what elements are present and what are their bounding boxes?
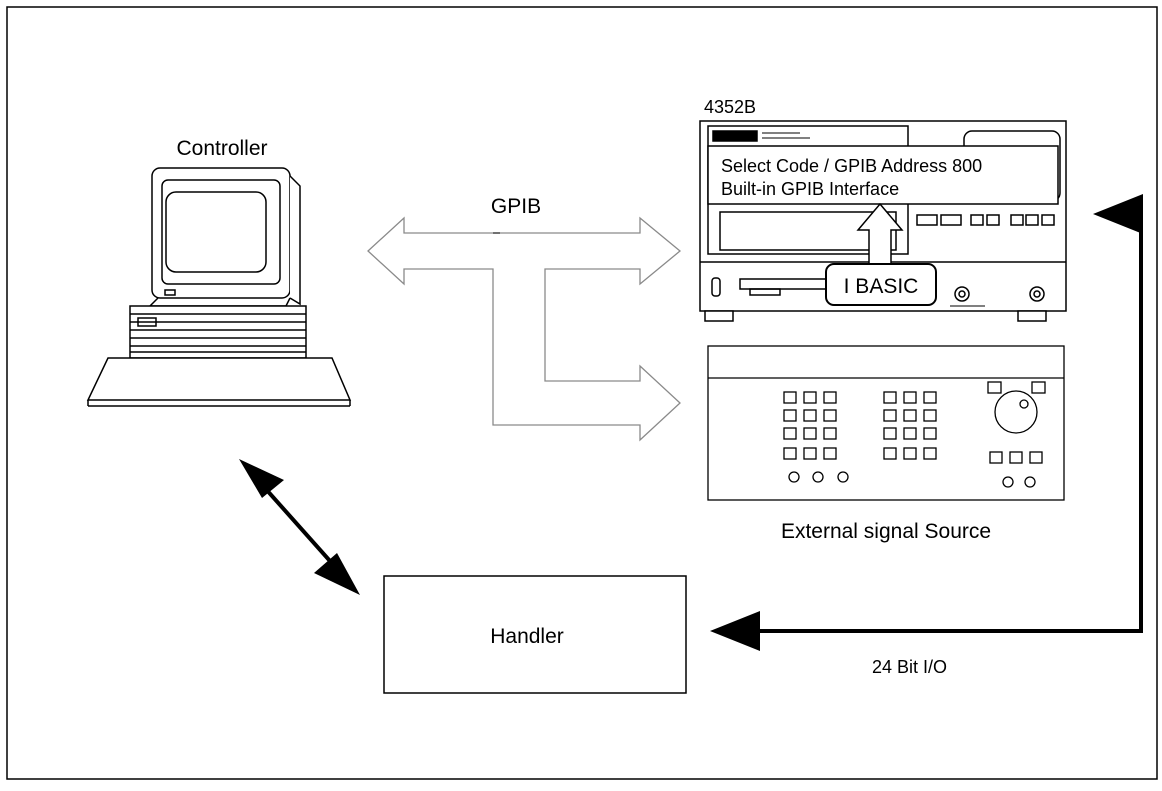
ibasic-label: I BASIC bbox=[844, 275, 919, 298]
io-to-handler-arrowhead bbox=[710, 611, 760, 651]
signal-source-icon bbox=[707, 345, 1065, 501]
ibasic-box bbox=[825, 263, 937, 306]
analyzer-model-label: 4352B bbox=[704, 97, 756, 117]
handler-label: Handler bbox=[490, 625, 564, 648]
controller-handler-line bbox=[254, 476, 340, 572]
handler-arrowhead bbox=[314, 553, 360, 595]
controller-computer-icon bbox=[86, 167, 352, 407]
handler-box bbox=[383, 575, 687, 694]
controller-label: Controller bbox=[176, 137, 267, 160]
outer-frame bbox=[6, 6, 1158, 780]
signal-source-label: External signal Source bbox=[781, 520, 991, 543]
callout-line2: Built-in GPIB Interface bbox=[721, 179, 899, 199]
callout-line1: Select Code / GPIB Address 800 bbox=[721, 156, 982, 176]
gpib-bus-arrows bbox=[367, 216, 682, 442]
controller-arrowhead bbox=[239, 459, 284, 498]
gpib-label: GPIB bbox=[491, 195, 541, 218]
io-to-analyzer-arrowhead bbox=[1093, 194, 1143, 234]
gpib-interface-callout bbox=[707, 145, 1059, 205]
io-label: 24 Bit I/O bbox=[872, 657, 947, 677]
